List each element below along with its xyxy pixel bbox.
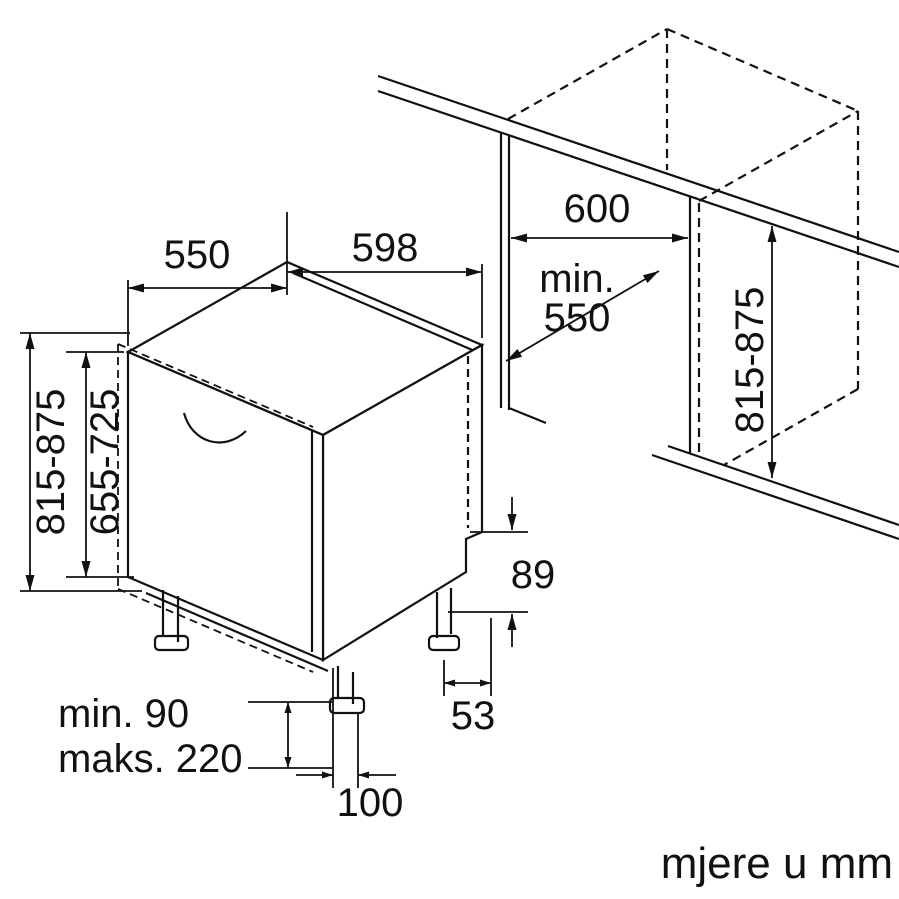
dim-rear-step-label: 89: [511, 553, 556, 597]
door-adjust-bottom: [117, 588, 314, 673]
niche-bottom-right-edge: [723, 388, 859, 466]
dishwasher-door: [126, 350, 325, 662]
units-note: mjere u mm: [661, 839, 893, 888]
niche-dashed-outline: [507, 27, 860, 466]
dim-top-width-label: 598: [352, 226, 419, 270]
dim-rear-foot-label: 53: [451, 694, 496, 738]
dim-foot-inset: 100: [296, 668, 403, 825]
front-left-foot: [153, 590, 190, 652]
dim-plinth-min-label: min. 90: [58, 692, 189, 736]
dim-niche-height-right: 815-875: [728, 226, 777, 478]
niche-top-back-edge: [666, 27, 859, 113]
floor-edge-top: [667, 444, 899, 527]
niche-left-wall-base: [508, 406, 547, 425]
rear-foot-pad: [427, 634, 461, 652]
dim-total-height-label: 815-875: [29, 389, 73, 536]
dim-top-depth: 550: [127, 212, 288, 346]
dim-total-height-left: 815-875: [20, 332, 142, 592]
rear-foot: [427, 588, 461, 652]
dim-niche-width-label: 600: [564, 187, 631, 231]
countertop-edge-top: [377, 74, 899, 254]
countertop: [377, 74, 899, 269]
countertop-edge-bottom: [377, 89, 899, 269]
door-adjust-dashed-outline: [117, 343, 314, 673]
floor-edge-bottom: [651, 453, 899, 541]
dim-door-height-label: 655-725: [83, 389, 127, 536]
dim-rear-step: 89: [448, 497, 555, 647]
dim-niche-height-label: 815-875: [728, 287, 772, 434]
dim-plinth-height: min. 90 maks. 220: [58, 692, 333, 781]
dishwasher-top-rim: [292, 271, 478, 354]
door-adjust-top: [117, 343, 314, 428]
front-right-foot-pad: [328, 696, 366, 715]
dim-foot-inset-label: 100: [337, 781, 404, 825]
plinth-edge: [145, 591, 329, 673]
dim-top-width: 598: [287, 226, 483, 338]
dim-plinth-max-label: maks. 220: [58, 737, 243, 781]
dim-niche-depth-line: [505, 270, 660, 362]
front-right-foot: [328, 666, 366, 715]
door-handle: [182, 412, 247, 444]
dim-door-height: 655-725: [66, 351, 134, 578]
front-left-foot-pad: [153, 634, 190, 652]
floor-line: [651, 444, 899, 541]
dim-niche-depth: min. 550: [505, 257, 660, 362]
niche-top-left-edge: [507, 28, 668, 120]
dim-top-depth-label: 550: [164, 233, 231, 277]
dim-niche-depth-label-min: min.: [539, 257, 615, 301]
dim-rear-foot-offset: 53: [443, 618, 496, 738]
niche-top-right-edge: [698, 110, 859, 202]
dishwasher: [117, 260, 485, 715]
dim-niche-width: 600: [511, 187, 688, 243]
